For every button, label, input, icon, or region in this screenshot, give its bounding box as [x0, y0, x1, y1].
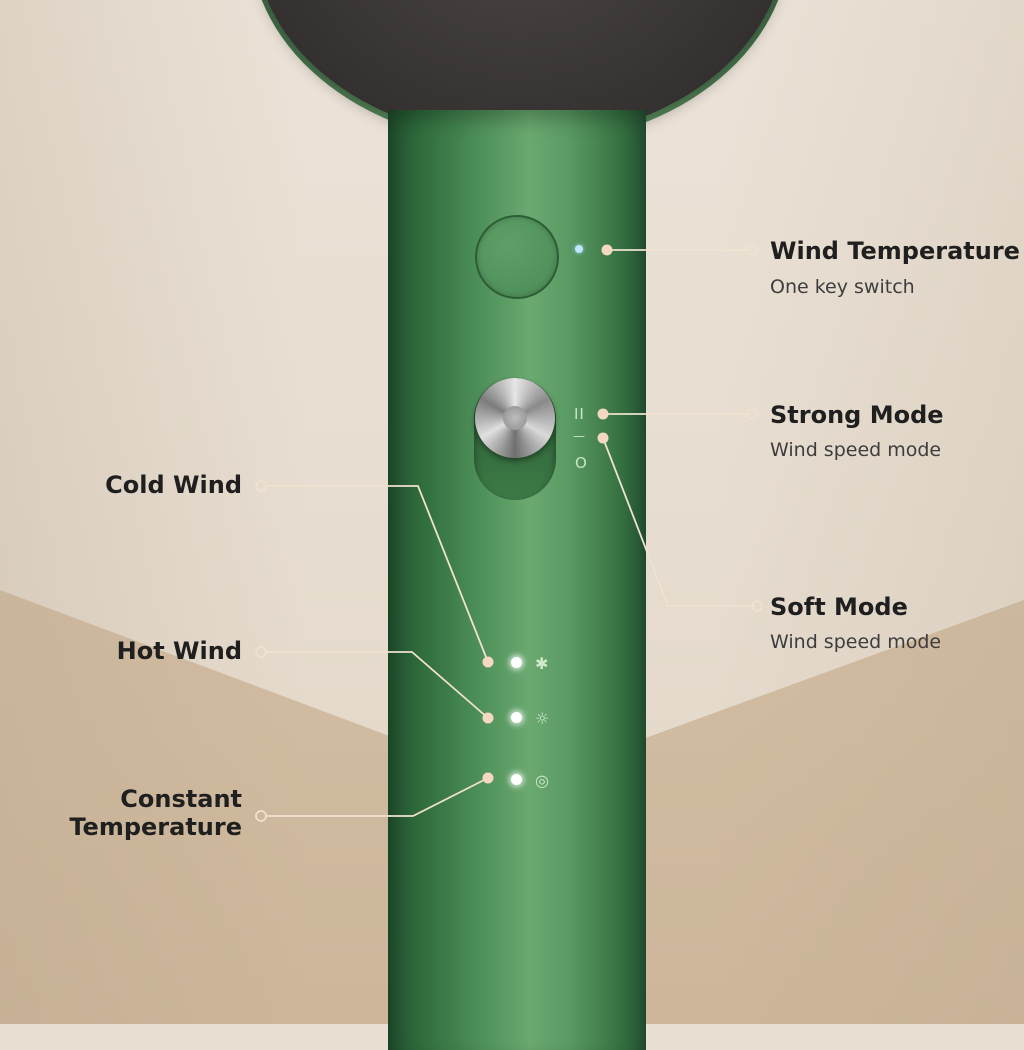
callout-end-constant-temperature [255, 810, 267, 822]
callout-dot-constant-temperature [482, 772, 494, 784]
callout-dot-cold-wind [482, 656, 494, 668]
callout-line-soft-mode [602, 437, 755, 607]
callout-end-strong-mode [746, 408, 758, 420]
soft-mode-subtitle: Wind speed mode [770, 631, 942, 653]
off-mark: — [573, 429, 585, 443]
callout-end-soft-mode [751, 600, 763, 612]
cold-wind-led [511, 657, 522, 668]
temperature-indicator-led [575, 245, 583, 253]
callout-dot-strong-mode [597, 408, 609, 420]
strong-mode-title: Strong Mode [770, 401, 944, 429]
constant-temperature-title-line1: Constant [120, 785, 242, 813]
wind-temperature-title: Wind Temperature [770, 237, 1020, 265]
callout-line-hot-wind [266, 651, 489, 719]
cold-wind-title: Cold Wind [105, 471, 242, 499]
callout-lines [255, 244, 763, 822]
snowflake-icon: ✱ [535, 654, 549, 673]
target-icon: ◎ [535, 771, 549, 790]
callout-dot-wind-temperature [601, 244, 613, 256]
callout-line-cold-wind [266, 485, 489, 663]
callout-dot-soft-mode [597, 432, 609, 444]
constant-temperature-led [511, 774, 522, 785]
callout-end-cold-wind [255, 480, 267, 492]
hot-wind-title: Hot Wind [116, 637, 242, 665]
callout-line-constant-temperature [266, 777, 489, 817]
soft-mode-title: Soft Mode [770, 593, 908, 621]
callout-end-hot-wind [255, 646, 267, 658]
sun-icon: ☼ [535, 709, 550, 728]
strong-mode-mark: II [574, 405, 585, 423]
temperature-switch-button[interactable] [475, 215, 559, 299]
hot-wind-led [511, 712, 522, 723]
constant-temperature-title-line2: Temperature [69, 813, 242, 841]
callout-dot-hot-wind [482, 712, 494, 724]
speed-slider-knob[interactable] [475, 378, 555, 458]
soft-mode-mark: O [575, 454, 587, 472]
callout-end-wind-temperature [746, 244, 758, 256]
strong-mode-subtitle: Wind speed mode [770, 439, 942, 461]
wind-temperature-subtitle: One key switch [770, 276, 915, 298]
